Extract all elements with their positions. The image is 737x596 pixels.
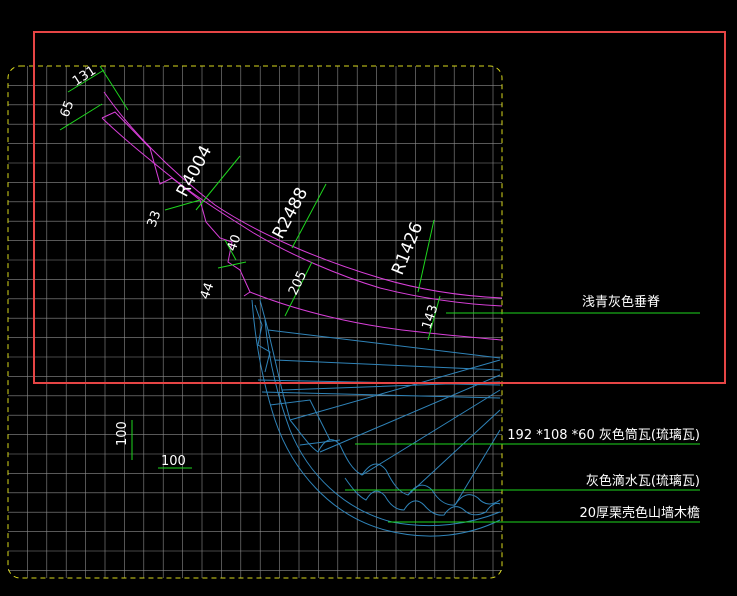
ridge-core-lines [254,299,501,506]
leader-r2488 [291,183,327,249]
dim-100-horizontal-text: 100 [161,454,186,469]
ridge-inner-curve [101,117,503,307]
dim-44-text: 44 [198,281,218,302]
ridge-label: 浅青灰色垂脊 [582,294,660,310]
leader-r4004 [195,155,241,211]
dim-143-line [427,295,441,341]
ridge-outer-curve [103,91,503,299]
dim-205-line [284,261,313,317]
dim-143-text: 143 [420,303,442,331]
tube-tile-waves [289,419,501,506]
dimensions [59,65,700,523]
tile-profile [251,299,501,537]
ridge-outline [101,91,503,341]
drip-tile-label: 灰色滴水瓦(琉璃瓦) [586,473,700,489]
tube-tile-label: 192 *108 *60 灰色筒瓦(琉璃瓦) [507,427,700,443]
radius-r4004-text: R4004 [173,142,217,200]
ridge-step-profile [101,111,251,297]
fascia-label: 20厚栗壳色山墙木檐 [579,505,700,521]
radius-r2488-text: R2488 [269,184,313,242]
dim-40-line [224,239,237,261]
dim-131-line [67,65,129,111]
sheet-border [7,65,503,579]
leader-r1426 [417,219,435,293]
dim-33-line [164,199,201,211]
tile-inner-curve [264,319,501,527]
dim-65-line [59,103,103,131]
drip-tile-waves [344,477,501,516]
drawing-grid [8,66,502,578]
dim-40-text: 40 [225,233,245,254]
selection-rectangle[interactable] [33,31,726,384]
tile-outer-curve [251,299,501,537]
dim-44-line [217,261,247,269]
dim-100-vertical-text: 100 [115,421,130,446]
dim-33-text: 33 [145,209,165,230]
dim-65-text: 65 [58,99,78,120]
radius-r1426-text: R1426 [388,219,427,278]
ridge-lower-curve [249,291,503,341]
